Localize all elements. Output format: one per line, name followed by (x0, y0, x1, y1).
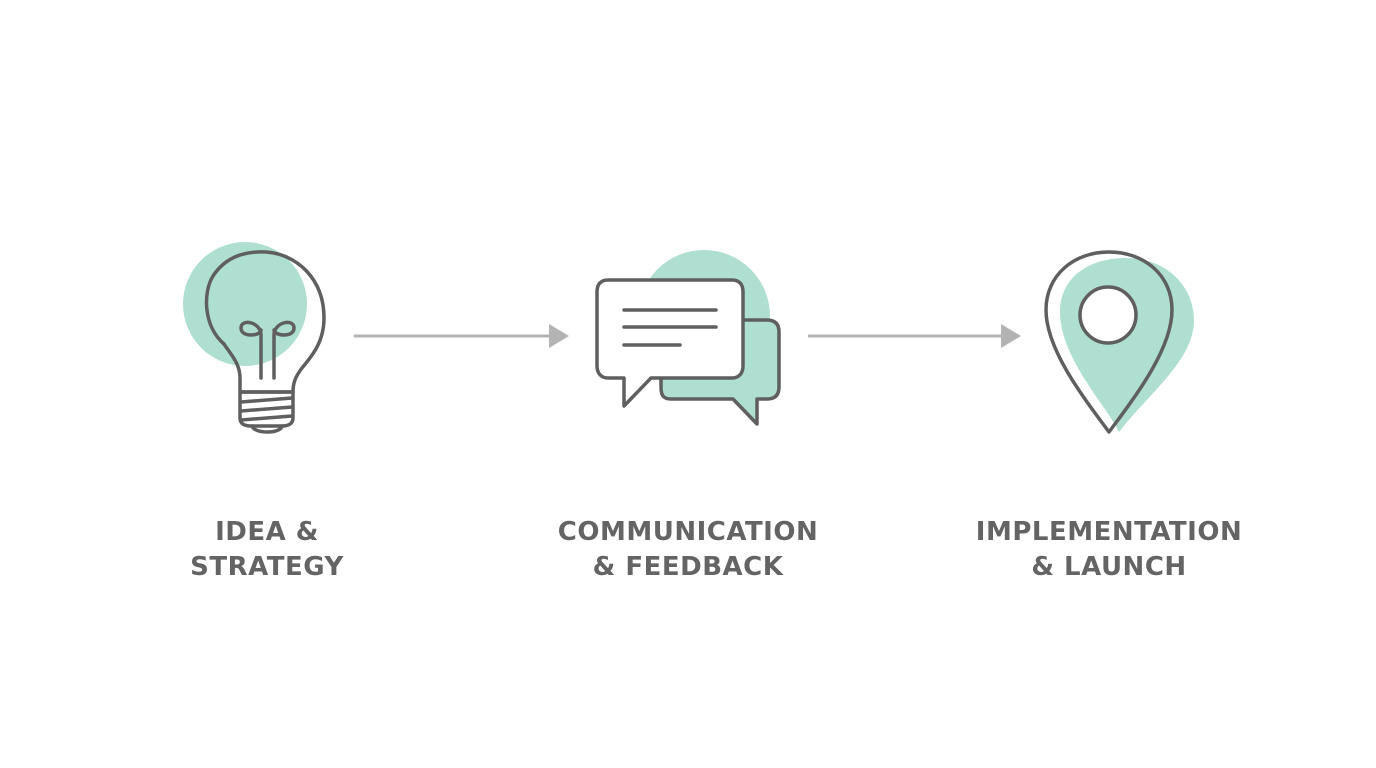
step-label-implementation-launch: IMPLEMENTATION & LAUNCH (929, 515, 1289, 585)
step-label-line: & LAUNCH (1031, 552, 1187, 582)
step-label-line: & FEEDBACK (592, 552, 784, 582)
lightbulb-icon (183, 242, 326, 434)
step-label-line: STRATEGY (190, 552, 344, 582)
location-pin-icon (1044, 250, 1194, 434)
chat-bubbles-icon (595, 250, 781, 426)
step-label-communication-feedback: COMMUNICATION & FEEDBACK (508, 515, 868, 585)
step-label-idea-strategy: IDEA & STRATEGY (87, 515, 447, 585)
step-label-line: COMMUNICATION (557, 517, 819, 547)
step-label-line: IMPLEMENTATION (975, 517, 1243, 547)
step-label-line: IDEA & (215, 517, 319, 547)
arrow-right-icon (354, 324, 569, 348)
arrow-right-icon (808, 324, 1021, 348)
